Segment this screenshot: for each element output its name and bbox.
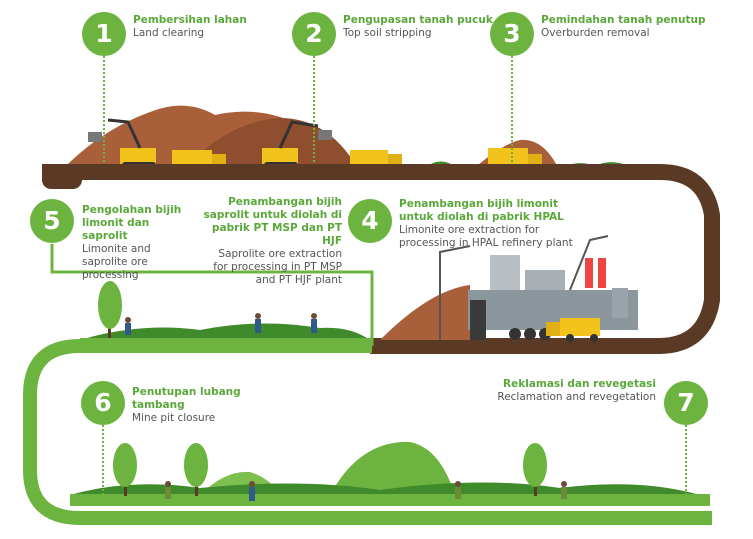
worker-icon [561,481,567,499]
step-3-title-id: Pemindahan tanah penutup [541,14,706,26]
connector-line [50,244,374,346]
worker-icon [455,481,461,499]
step-3-title-en: Overburden removal [541,27,650,39]
step-5-number: 5 [30,199,74,243]
worker-icon [249,481,255,501]
tree-icon [184,443,208,496]
step-4-label: Penambangan bijih limonit untuk diolah d… [399,198,579,250]
step-4-number: 4 [348,199,392,243]
worker-icon [255,313,261,333]
bush [80,323,370,340]
step-7-number: 7 [664,381,708,425]
dump-truck-icon [546,318,600,342]
step-6-title-en: Mine pit closure [132,412,216,424]
step-1-title-id: Pembersihan lahan [133,14,247,26]
step-2-title-id: Pengupasan tanah pucuk [343,14,493,26]
grass-strip [70,494,710,506]
step-5-label: Pengolahan bijih limonit dan saprolit Li… [82,204,192,282]
step-4-title-en: Limonite ore extraction for processing i… [399,224,573,249]
road-cap [42,171,82,189]
step-6-number: 6 [81,381,125,425]
worker-icon [311,313,317,333]
tree-icon [523,443,547,496]
haul-road [42,164,720,354]
soil-mound [380,285,470,340]
step-5-title-en: Limonite and saprolite ore processing [82,243,151,281]
step-2-label: Pengupasan tanah pucuk Top soil strippin… [343,14,493,40]
tree-icon [98,281,122,338]
worker-icon [125,317,131,335]
step-6-label: Penutupan lubang tambang Mine pit closur… [132,386,292,425]
step-7-title-en: Reclamation and revegetation [497,391,656,403]
bush [70,482,700,495]
step-4-title-id: Penambangan bijih limonit untuk diolah d… [399,198,564,223]
tree-icon [113,443,137,496]
step-2-title-en: Top soil stripping [343,27,432,39]
saprolite-title-en: Saprolite ore extraction for processing … [213,248,342,286]
saprolite-extraction-label: Penambangan bijih saprolit untuk diolah … [202,196,342,287]
step-3-number: 3 [490,12,534,56]
step-7-label: Reklamasi dan revegetasi Reclamation and… [490,378,656,404]
step-6-title-id: Penutupan lubang tambang [132,386,241,411]
hill [330,441,455,495]
step-1-label: Pembersihan lahan Land clearing [133,14,283,40]
step-1-number: 1 [82,12,126,56]
saprolite-title-id: Penambangan bijih saprolit untuk diolah … [203,196,342,247]
worker-icon [165,481,171,499]
step-3-label: Pemindahan tanah penutup Overburden remo… [541,14,711,40]
step-7-title-id: Reklamasi dan revegetasi [503,378,656,390]
step-1-title-en: Land clearing [133,27,205,39]
step-2-number: 2 [292,12,336,56]
green-path [23,339,712,525]
step-5-title-id: Pengolahan bijih limonit dan saprolit [82,204,182,242]
